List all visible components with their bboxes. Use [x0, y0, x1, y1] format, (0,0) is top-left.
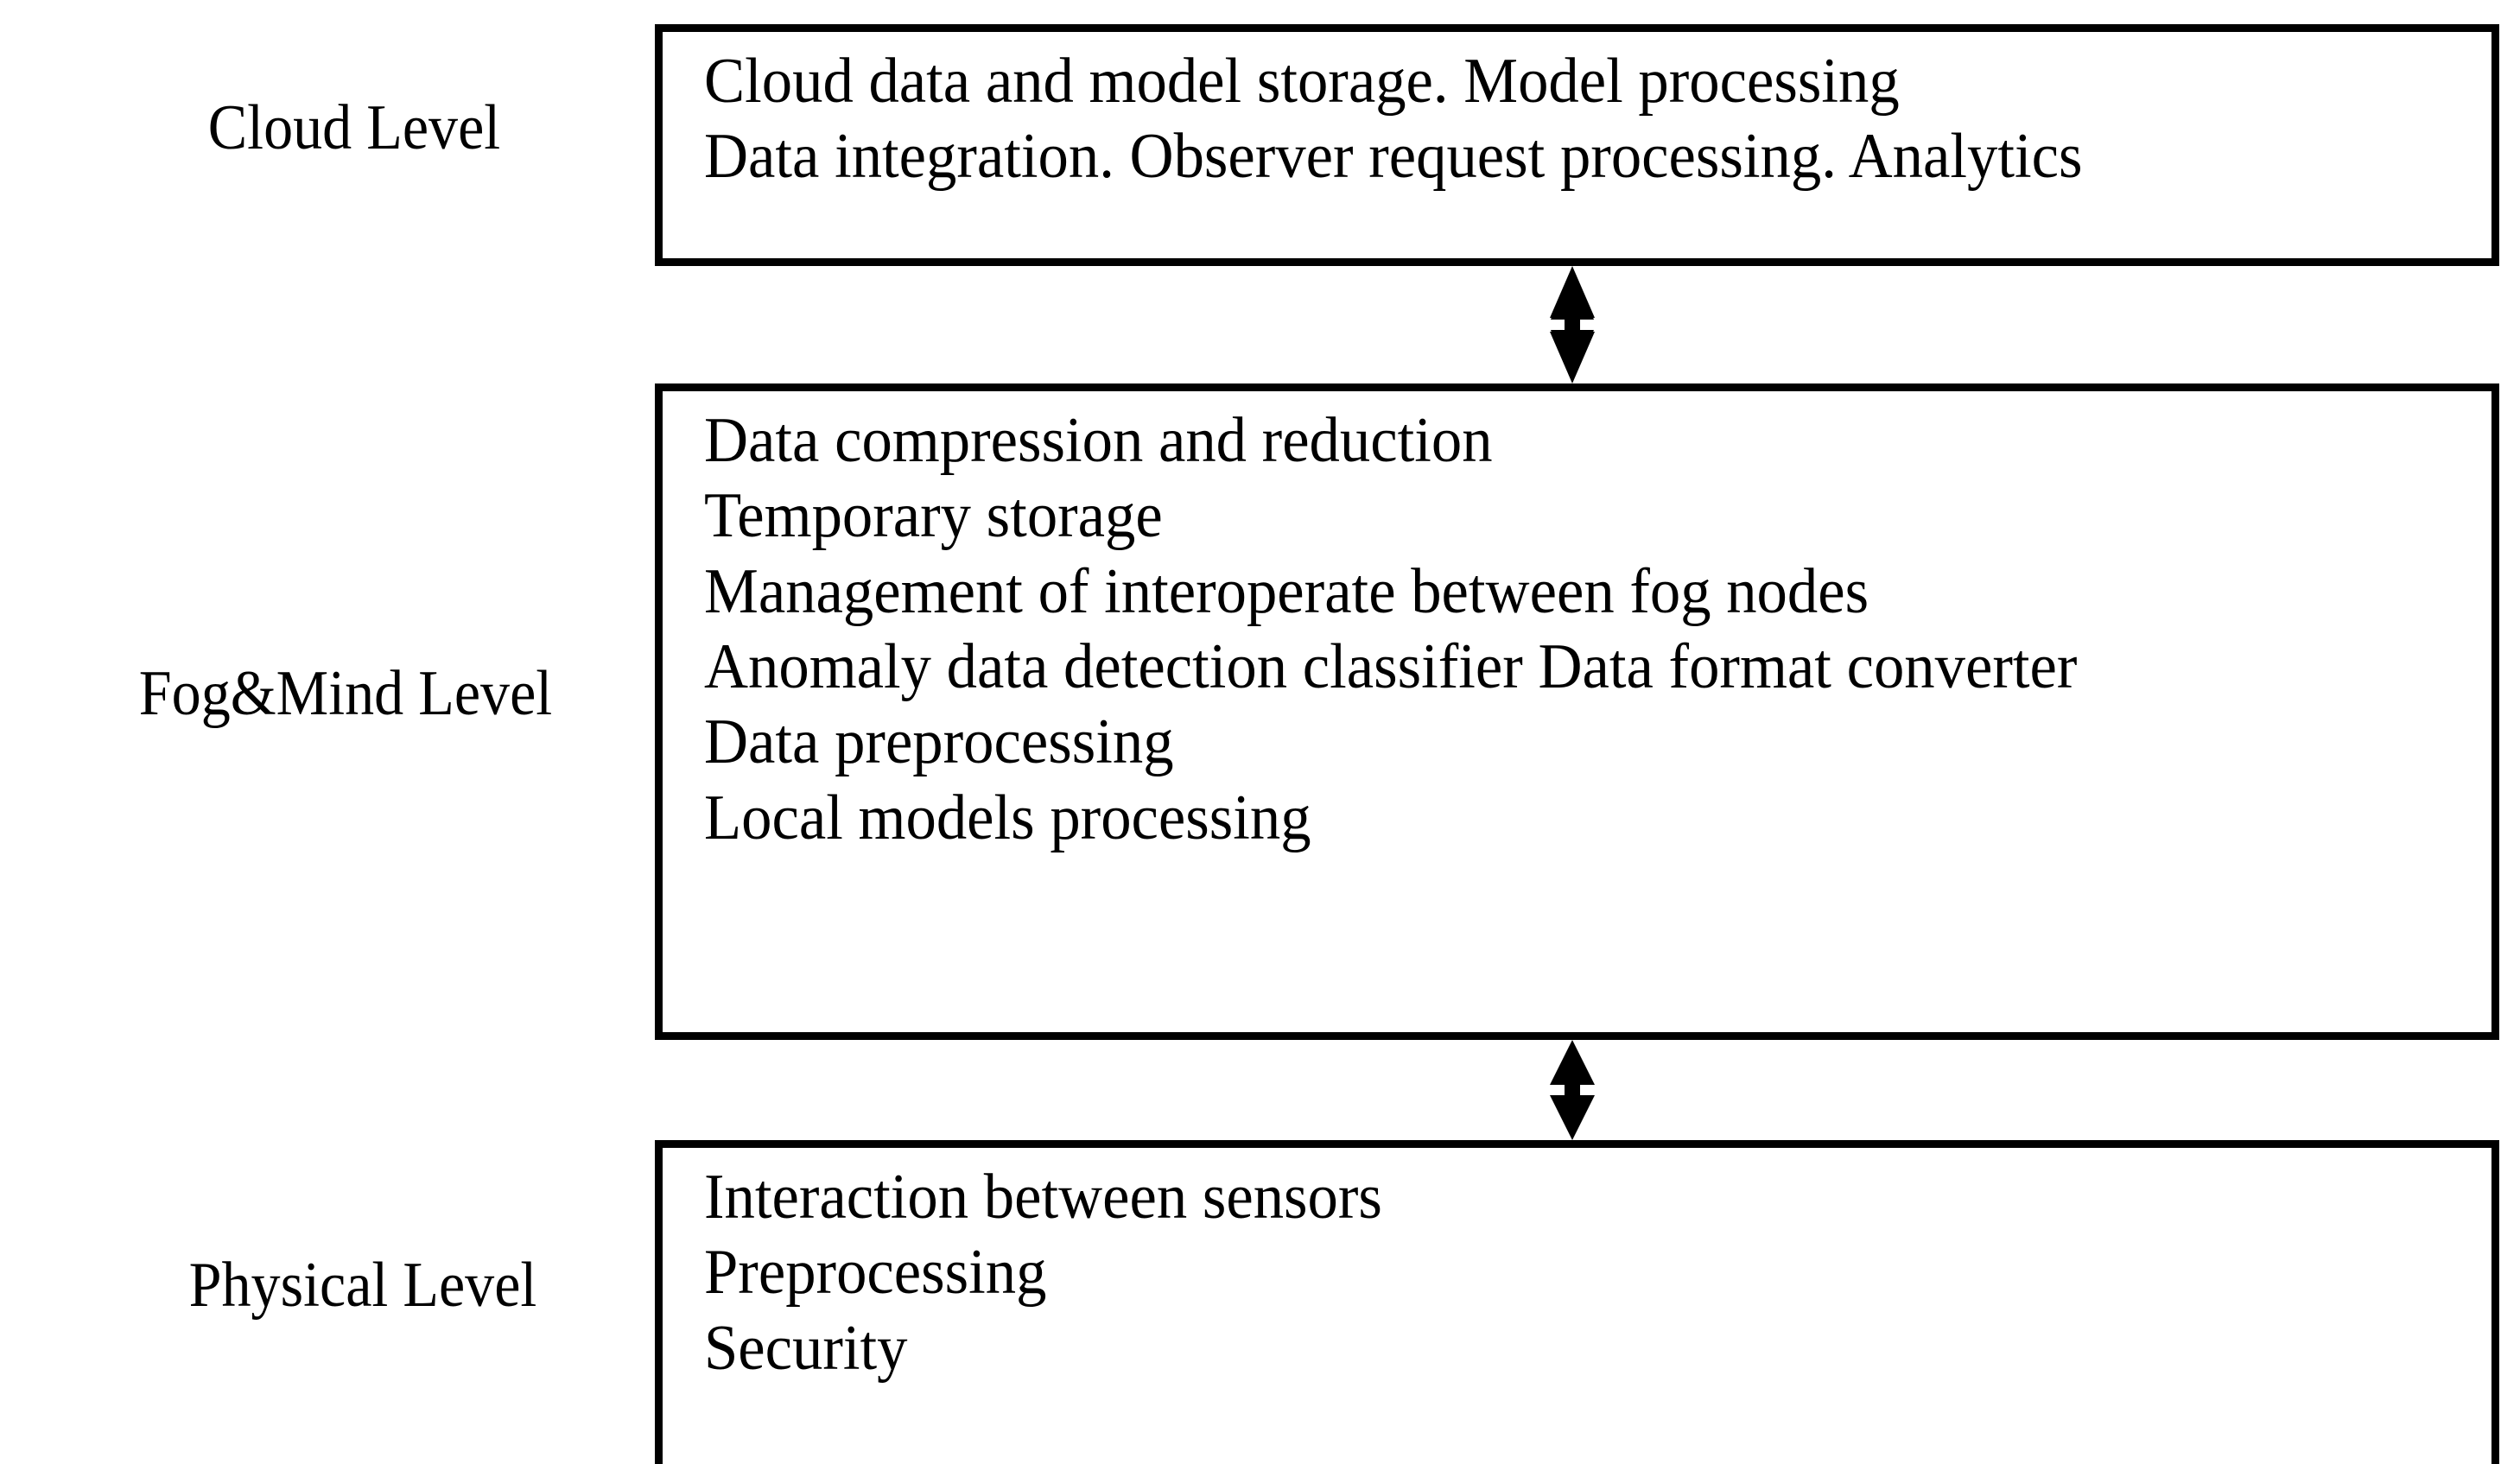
- cloud-line-2: Data integration. Observer request proce…: [704, 121, 2083, 193]
- physical-line-3: Security: [704, 1312, 908, 1384]
- fog-line-1: Data compression and reduction: [704, 405, 1493, 476]
- level-box-physical-lines: Interaction between sensors Preprocessin…: [663, 1148, 2491, 1395]
- connector-fog-physical-arrow: [1539, 1040, 1605, 1140]
- level-box-cloud-lines: Cloud data and model storage. Model proc…: [663, 32, 2491, 204]
- level-box-physical: Interaction between sensors Preprocessin…: [655, 1140, 2499, 1464]
- level-box-cloud: Cloud data and model storage. Model proc…: [655, 24, 2499, 266]
- fog-line-6: Local models processing: [704, 782, 1311, 853]
- fog-line-3: Management of interoperate between fog n…: [704, 555, 1869, 627]
- fog-line-4: Anomaly data detection classifier Data f…: [704, 631, 2078, 702]
- fog-line-2: Temporary storage: [704, 480, 1163, 552]
- physical-line-2: Preprocessing: [704, 1237, 1047, 1309]
- physical-line-1: Interaction between sensors: [704, 1162, 1382, 1233]
- fog-line-5: Data preprocessing: [704, 707, 1174, 778]
- level-box-fog-mind-lines: Data compression and reduction Temporary…: [663, 391, 2491, 865]
- level-label-physical: Physical Level: [188, 1250, 537, 1321]
- cloud-line-1: Cloud data and model storage. Model proc…: [704, 46, 1900, 117]
- level-box-fog-mind: Data compression and reduction Temporary…: [655, 383, 2499, 1040]
- level-label-cloud: Cloud Level: [207, 92, 501, 163]
- connector-cloud-fog-arrow: [1539, 266, 1605, 383]
- level-label-fog-mind: Fog&Mind Level: [138, 658, 553, 729]
